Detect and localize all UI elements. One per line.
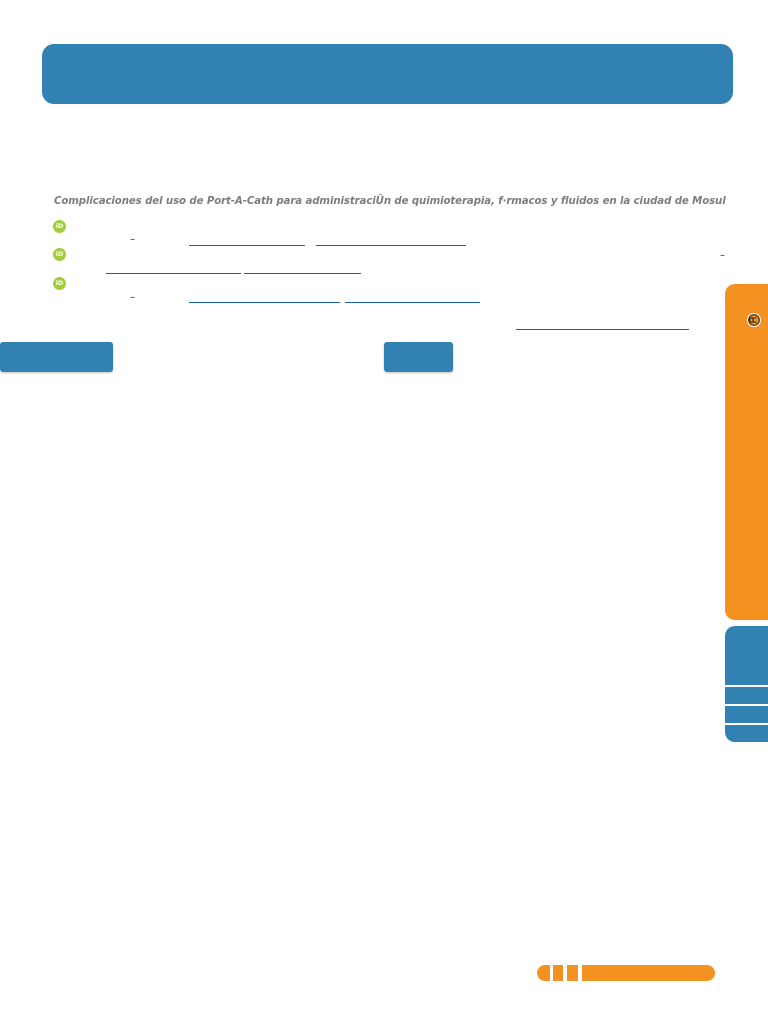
article-title: Complicaciones del uso de Port-A-Cath pa… <box>54 196 726 207</box>
right-action-button[interactable] <box>384 342 453 372</box>
header-banner <box>42 44 733 104</box>
footer-decoration <box>537 965 715 981</box>
orcid-icon[interactable]: iD <box>53 220 66 233</box>
author-email-link[interactable] <box>244 273 361 274</box>
navigation-sidebar-tab[interactable] <box>725 626 768 742</box>
author-affiliation-link[interactable] <box>106 273 241 274</box>
author-separator: – <box>130 292 135 303</box>
license-sidebar-tab[interactable] <box>725 284 768 620</box>
author-affiliation-link[interactable] <box>189 245 305 246</box>
orcid-icon[interactable]: iD <box>53 248 66 261</box>
sidebar-divider <box>725 704 768 706</box>
author-email-link[interactable] <box>345 302 480 303</box>
author-email-link[interactable] <box>316 245 466 246</box>
sidebar-divider <box>725 685 768 687</box>
author-separator: – <box>130 234 135 245</box>
author-separator: – <box>720 250 725 261</box>
author-affiliation-link[interactable] <box>189 302 340 303</box>
correspondence-link[interactable] <box>516 329 689 330</box>
orcid-icon[interactable]: iD <box>53 277 66 290</box>
sidebar-divider <box>725 723 768 725</box>
creative-commons-icon <box>746 312 762 328</box>
left-action-button[interactable] <box>0 342 113 372</box>
